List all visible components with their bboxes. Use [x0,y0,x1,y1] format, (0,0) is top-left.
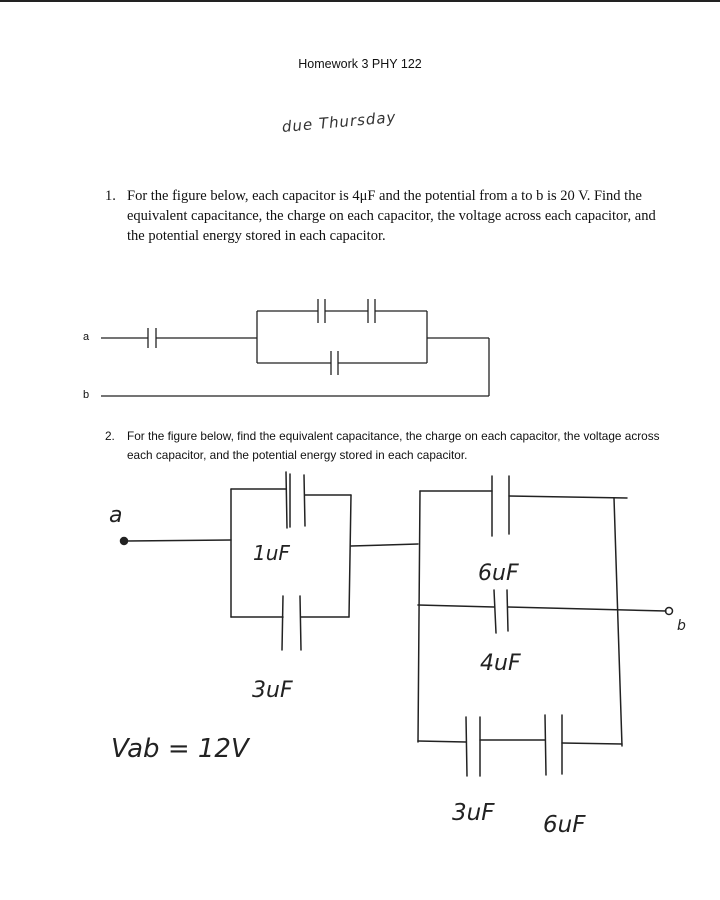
problem-2: 2. For the figure below, find the equiva… [105,427,685,465]
circuit2-label-a: a [109,503,122,528]
circuit1-label-a: a [83,331,90,343]
cap-label-6uf-bottom: 6uF [543,812,586,838]
cap-label-4uf: 4uF [480,651,521,676]
cap-label-6uf-top: 6uF [478,561,519,586]
problem-1: 1. For the figure below, each capacitor … [105,186,665,246]
problem-1-text: For the figure below, each capacitor is … [127,188,656,244]
circuit1-label-b: b [83,389,90,401]
cap-label-3uf-left: 3uF [252,678,293,703]
cap-label-1uf: 1uF [253,541,290,565]
page-title: Homework 3 PHY 122 [298,57,422,71]
problem-2-number: 2. [105,429,115,443]
vab-value: Vab = 12V [111,734,251,764]
problem-2-text: For the figure below, find the equivalen… [127,429,660,462]
circuit2-label-b: b [677,618,686,634]
page-top-edge [0,0,720,2]
cap-label-3uf-bottom: 3uF [452,800,495,826]
problem-1-number: 1. [105,188,116,204]
